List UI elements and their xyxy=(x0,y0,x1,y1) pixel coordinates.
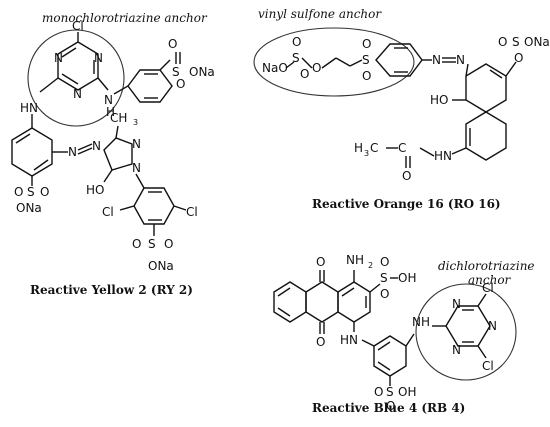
hydroxyl-label: OH xyxy=(398,271,416,285)
oxygen-atom: O xyxy=(300,67,309,81)
subscript: 2 xyxy=(368,261,373,270)
mct-anchor-label: monochlorotriazine anchor xyxy=(42,11,208,25)
oxygen-atom: O xyxy=(374,385,383,399)
pyrazole-ring xyxy=(103,137,133,171)
oxygen-atom: O xyxy=(514,51,523,65)
nitrogen-atom: N xyxy=(54,51,63,65)
naphthalene-ring-top xyxy=(465,63,507,113)
sulfur-atom: S xyxy=(386,385,394,399)
carbon-label: C xyxy=(398,141,406,155)
quinone-ring xyxy=(305,281,339,323)
hydroxyl-label: OH xyxy=(398,385,416,399)
ro16-structure: vinyl sulfone anchor NaO S O O O S O O N… xyxy=(253,7,550,211)
nitrogen-atom: N xyxy=(92,139,101,153)
nitrogen-atom: N xyxy=(452,343,461,357)
sodium-oxide-label: NaO xyxy=(262,61,288,75)
oxygen-atom: O xyxy=(40,185,49,199)
oxygen-atom: O xyxy=(164,237,173,251)
hydrogen-atom: H xyxy=(106,105,115,119)
oxygen-atom: O xyxy=(386,399,395,413)
methyl-label: CH xyxy=(110,111,127,125)
dct-anchor-circle xyxy=(415,283,517,381)
triazine-ring xyxy=(445,305,491,347)
oxygen-atom: O xyxy=(316,335,325,349)
rb4-caption: Reactive Blue 4 (RB 4) xyxy=(312,401,465,415)
sodium-oxide-label: ONa xyxy=(148,259,174,273)
sulfur-atom: S xyxy=(292,51,300,65)
hydroxyl-label: HO xyxy=(86,183,104,197)
amine-label: HN xyxy=(340,333,358,347)
nitrogen-atom: N xyxy=(94,51,103,65)
sodium-oxide-label: ONa xyxy=(524,35,550,49)
sulfur-atom: S xyxy=(27,185,35,199)
chlorine-atom: Cl xyxy=(482,359,494,373)
oxygen-atom: O xyxy=(176,77,185,91)
sodium-oxide-label: ONa xyxy=(189,65,215,79)
dct-anchor-label-line2: anchor xyxy=(468,273,512,287)
nitrogen-atom: N xyxy=(132,161,141,175)
sulfur-atom: S xyxy=(380,271,388,285)
oxygen-atom: O xyxy=(402,169,411,183)
nitrogen-atom: N xyxy=(488,319,497,333)
triazine-ring xyxy=(57,41,99,91)
subscript: 3 xyxy=(133,118,138,127)
nitrogen-atom: N xyxy=(452,297,461,311)
carbon-label: C xyxy=(370,141,378,155)
nitrogen-atom: N xyxy=(104,93,113,107)
oxygen-atom: O xyxy=(498,35,507,49)
amino-label: NH xyxy=(346,253,364,267)
oxygen-atom: O xyxy=(14,185,23,199)
oxygen-atom: O xyxy=(362,37,371,51)
sulfur-atom: S xyxy=(172,65,180,79)
hydroxyl-label: HO xyxy=(430,93,448,107)
nitrogen-atom: N xyxy=(73,87,82,101)
nitrogen-atom: N xyxy=(132,137,141,151)
nitrogen-atom: N xyxy=(456,53,465,67)
nitrogen-atom: N xyxy=(432,53,441,67)
sodium-oxide-label: ONa xyxy=(16,201,42,215)
oxygen-atom: O xyxy=(362,69,371,83)
oxygen-atom: O xyxy=(312,61,321,75)
chlorine-atom: Cl xyxy=(72,19,84,33)
oxygen-atom: O xyxy=(316,255,325,269)
mct-anchor-circle xyxy=(27,29,125,127)
vs-anchor-label: vinyl sulfone anchor xyxy=(258,7,382,21)
vs-anchor-circle xyxy=(253,27,415,97)
sulfur-atom: S xyxy=(512,35,520,49)
benzene-ring xyxy=(375,43,423,77)
ro16-caption: Reactive Orange 16 (RO 16) xyxy=(312,197,501,211)
methyl-label: H xyxy=(354,141,363,155)
benzene-ring xyxy=(127,69,173,103)
benzene-ring xyxy=(133,187,175,225)
amine-label: HN xyxy=(434,149,452,163)
ry2-caption: Reactive Yellow 2 (RY 2) xyxy=(30,283,193,297)
sulfur-atom: S xyxy=(362,53,370,67)
nitrogen-atom: N xyxy=(68,145,77,159)
dct-anchor-label-line1: dichlorotriazine xyxy=(438,259,535,273)
subscript: 3 xyxy=(364,149,369,158)
oxygen-atom: O xyxy=(380,287,389,301)
naphthalene-ring-bottom xyxy=(465,111,507,161)
chlorine-atom: Cl xyxy=(186,205,198,219)
sulfur-atom: S xyxy=(148,237,156,251)
benzene-ring xyxy=(373,335,407,377)
oxygen-atom: O xyxy=(380,255,389,269)
chlorine-atom: Cl xyxy=(102,205,114,219)
benzene-ring xyxy=(11,127,53,177)
amine-label: NH xyxy=(412,315,430,329)
rb4-structure: dichlorotriazine anchor O O NH 2 S O O O… xyxy=(273,253,535,415)
oxygen-atom: O xyxy=(292,35,301,49)
oxygen-atom: O xyxy=(132,237,141,251)
oxygen-atom: O xyxy=(168,37,177,51)
chlorine-atom: Cl xyxy=(482,281,494,295)
ry2-structure: monochlorotriazine anchor Cl N N N HN N … xyxy=(11,11,215,297)
amine-label: HN xyxy=(20,101,38,115)
